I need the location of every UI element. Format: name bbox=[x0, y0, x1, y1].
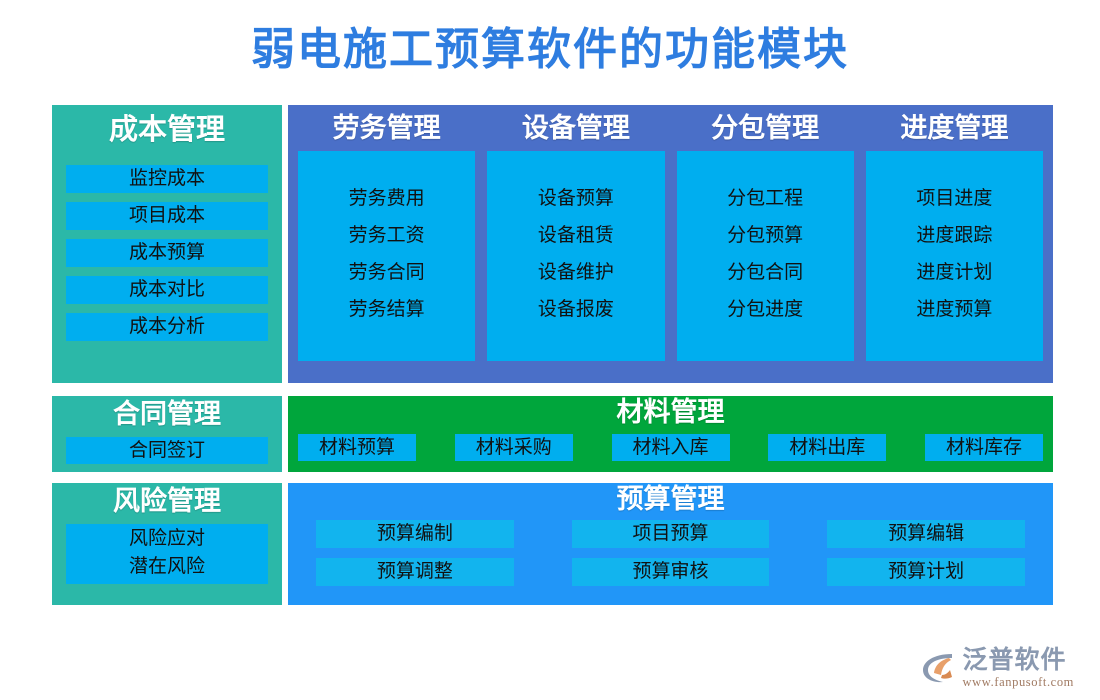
material-management-item-list: 材料预算 材料采购 材料入库 材料出库 材料库存 bbox=[298, 434, 1043, 461]
list-item[interactable]: 进度预算 bbox=[916, 299, 993, 321]
cost-management-item-list: 监控成本 项目成本 成本预算 成本对比 成本分析 bbox=[66, 165, 268, 350]
list-item[interactable]: 项目预算 bbox=[571, 520, 770, 548]
list-item[interactable]: 劳务工资 bbox=[348, 225, 425, 247]
panel-cost-management: 成本管理 监控成本 项目成本 成本预算 成本对比 成本分析 bbox=[52, 105, 282, 383]
list-item[interactable]: 设备维护 bbox=[537, 262, 614, 284]
panel-risk-management-title: 风险管理 bbox=[113, 486, 221, 516]
list-item[interactable]: 材料采购 bbox=[454, 434, 573, 461]
panel-risk-management: 风险管理 风险应对 潜在风险 bbox=[52, 483, 282, 605]
module-column-equipment: 设备管理 设备预算 设备租赁 设备维护 设备报废 bbox=[487, 105, 665, 361]
module-column-progress-box: 项目进度 进度跟踪 进度计划 进度预算 bbox=[865, 151, 1043, 361]
list-item[interactable]: 预算调整 bbox=[316, 558, 514, 586]
list-item[interactable]: 项目成本 bbox=[66, 202, 268, 230]
list-item[interactable]: 潜在风险 bbox=[128, 556, 205, 577]
module-column-labor-title: 劳务管理 bbox=[332, 113, 441, 143]
list-item[interactable]: 预算计划 bbox=[827, 558, 1025, 586]
list-item[interactable]: 监控成本 bbox=[66, 165, 268, 193]
list-item[interactable]: 设备报废 bbox=[537, 299, 614, 321]
list-item[interactable]: 成本对比 bbox=[66, 276, 268, 304]
list-item[interactable]: 预算编辑 bbox=[827, 520, 1025, 548]
list-item[interactable]: 预算编制 bbox=[316, 520, 514, 548]
list-item[interactable]: 劳务合同 bbox=[348, 262, 425, 284]
module-column-subcontract: 分包管理 分包工程 分包预算 分包合同 分包进度 bbox=[676, 105, 854, 361]
logo-text-block: 泛普软件 www.fanpusoft.com bbox=[963, 648, 1074, 689]
page-title: 弱电施工预算软件的功能模块 bbox=[251, 25, 849, 74]
list-item[interactable]: 风险应对 bbox=[128, 528, 205, 549]
panel-cost-management-title: 成本管理 bbox=[108, 114, 225, 146]
list-item[interactable]: 材料库存 bbox=[925, 434, 1043, 461]
panel-budget-management: 预算管理 预算编制 项目预算 预算编辑 预算调整 预算审核 预算计划 bbox=[288, 483, 1053, 605]
panel-material-management-title: 材料管理 bbox=[616, 397, 725, 427]
module-column-equipment-title: 设备管理 bbox=[521, 113, 630, 143]
module-column-subcontract-box: 分包工程 分包预算 分包合同 分包进度 bbox=[676, 151, 854, 361]
panel-budget-management-title: 预算管理 bbox=[616, 484, 725, 514]
panel-contract-management-title: 合同管理 bbox=[113, 399, 221, 429]
list-item[interactable]: 材料出库 bbox=[768, 434, 887, 461]
list-item[interactable]: 成本预算 bbox=[66, 239, 268, 267]
list-item[interactable]: 材料入库 bbox=[611, 434, 730, 461]
fanpu-mark-icon bbox=[921, 651, 957, 685]
list-item[interactable]: 进度计划 bbox=[916, 262, 993, 284]
module-column-labor-box: 劳务费用 劳务工资 劳务合同 劳务结算 bbox=[298, 151, 476, 361]
list-item[interactable]: 分包工程 bbox=[727, 188, 804, 210]
panel-modules-group: 劳务管理 劳务费用 劳务工资 劳务合同 劳务结算 设备管理 设备预算 设备租赁 … bbox=[288, 105, 1053, 383]
list-item[interactable]: 劳务费用 bbox=[348, 188, 425, 210]
risk-management-item-list: 风险应对 潜在风险 bbox=[66, 524, 268, 584]
list-item[interactable]: 设备预算 bbox=[537, 188, 614, 210]
modules-columns: 劳务管理 劳务费用 劳务工资 劳务合同 劳务结算 设备管理 设备预算 设备租赁 … bbox=[288, 105, 1053, 383]
company-logo: 泛普软件 www.fanpusoft.com bbox=[921, 648, 1074, 689]
module-column-progress: 进度管理 项目进度 进度跟踪 进度计划 进度预算 bbox=[865, 105, 1043, 361]
module-column-equipment-box: 设备预算 设备租赁 设备维护 设备报废 bbox=[487, 151, 665, 361]
list-item[interactable]: 进度跟踪 bbox=[916, 225, 993, 247]
budget-management-item-grid: 预算编制 项目预算 预算编辑 预算调整 预算审核 预算计划 bbox=[316, 520, 1025, 586]
list-item[interactable]: 分包进度 bbox=[727, 299, 804, 321]
panel-contract-management: 合同管理 合同签订 bbox=[52, 396, 282, 472]
logo-company-name: 泛普软件 bbox=[962, 646, 1067, 674]
list-item[interactable]: 分包合同 bbox=[727, 262, 804, 284]
panel-material-management: 材料管理 材料预算 材料采购 材料入库 材料出库 材料库存 bbox=[288, 396, 1053, 472]
list-item[interactable]: 劳务结算 bbox=[348, 299, 425, 321]
list-item[interactable]: 材料预算 bbox=[298, 434, 416, 461]
list-item[interactable]: 成本分析 bbox=[66, 313, 268, 341]
list-item[interactable]: 设备租赁 bbox=[537, 225, 614, 247]
list-item[interactable]: 预算审核 bbox=[571, 558, 770, 586]
list-item[interactable]: 项目进度 bbox=[916, 188, 993, 210]
list-item[interactable]: 合同签订 bbox=[66, 437, 268, 464]
list-item[interactable]: 分包预算 bbox=[727, 225, 804, 247]
module-column-labor: 劳务管理 劳务费用 劳务工资 劳务合同 劳务结算 bbox=[298, 105, 476, 361]
module-column-progress-title: 进度管理 bbox=[900, 113, 1009, 143]
logo-website-url: www.fanpusoft.com bbox=[962, 674, 1074, 689]
module-column-subcontract-title: 分包管理 bbox=[711, 113, 820, 143]
